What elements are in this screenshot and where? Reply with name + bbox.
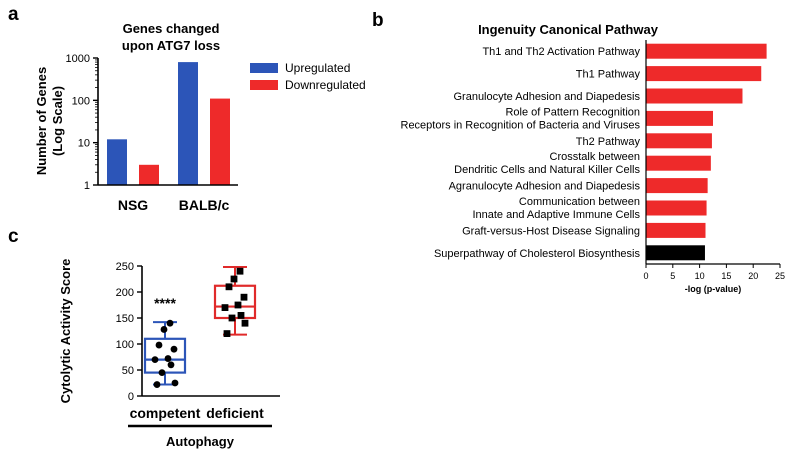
chart-a-ytick-label: 1000 [66, 53, 90, 65]
chart-a-bar-balb-c-upregulated [178, 62, 198, 185]
chart-b-xtick-label: 0 [643, 271, 648, 281]
chart-b-bar-1 [646, 43, 767, 59]
chart-b-bar-7 [646, 178, 708, 194]
chart-a-ylabel: Number of Genes(Log Scale) [34, 67, 65, 175]
chart-c-ytick-label: 0 [128, 391, 134, 403]
chart-b-category-label: Superpathway of Cholesterol Biosynthesis [434, 248, 641, 260]
chart-c-ytick-label: 200 [116, 287, 134, 299]
chart-a-title-line2: upon ATG7 loss [122, 38, 220, 53]
chart-c-point-deficient [236, 267, 244, 275]
chart-c-ylabel: Cytolytic Activity Score [58, 259, 73, 404]
chart-a-bar-balb-c-downregulated [210, 98, 230, 185]
chart-b-category-label: Th1 Pathway [576, 69, 641, 81]
chart-c-point-competent [167, 361, 175, 369]
chart-b-bar-5 [646, 133, 712, 149]
chart-a-ytick-label: 1 [84, 180, 90, 192]
chart-c-point-deficient [228, 314, 236, 322]
chart-c-point-deficient [241, 319, 249, 327]
chart-c-point-competent [153, 381, 161, 388]
chart-c-box-competent [143, 337, 187, 374]
chart-c-point-competent [155, 341, 163, 349]
chart-c-cytolytic-score: Cytolytic Activity Score 0 50 100 150 200 250 c… [58, 259, 280, 449]
chart-b-category-label: Agranulocyte Adhesion and Diapedesis [449, 181, 641, 193]
chart-a-legend-label: Downregulated [285, 78, 366, 92]
chart-a-legend-label: Upregulated [285, 61, 350, 75]
chart-c-significance: **** [154, 295, 176, 311]
chart-c-xtick-label: deficient [206, 405, 264, 421]
chart-a-ylabel-line1: Number of Genes [34, 67, 49, 175]
chart-c-point-deficient [237, 312, 245, 319]
chart-a-bar-nsg-upregulated [107, 139, 127, 185]
chart-b-category-label: Role of Pattern Recognition [505, 106, 640, 118]
chart-c-ytick-label: 150 [116, 313, 134, 325]
chart-b-xtick-label: 15 [721, 271, 731, 281]
panel-label-a: a [8, 4, 19, 25]
chart-b-bar-2 [646, 66, 762, 82]
chart-a-legend-swatch [250, 80, 278, 90]
chart-c-point-competent [170, 345, 178, 353]
chart-b-category-label: Communication between [519, 196, 640, 208]
chart-b-category-label: Graft-versus-Host Disease Signaling [462, 225, 640, 237]
chart-a-xtick-label: BALB/c [179, 197, 230, 213]
chart-c-point-competent [171, 379, 179, 387]
chart-a-bar-nsg-downregulated [139, 164, 159, 185]
chart-b-xtick-label: 25 [775, 271, 785, 281]
chart-a-ylabel-line2: (Log Scale) [50, 86, 65, 156]
chart-a-legend-swatch [250, 63, 278, 73]
chart-b-category-label: Innate and Adaptive Immune Cells [472, 209, 640, 221]
chart-c-point-deficient [240, 293, 248, 301]
chart-b-bar-10 [646, 245, 705, 261]
chart-a-ytick-label: 10 [78, 138, 90, 150]
chart-b-bar-3 [646, 88, 743, 104]
chart-c-point-competent [158, 369, 166, 376]
chart-b-bar-8 [646, 200, 707, 216]
chart-c-point-competent [164, 355, 172, 362]
chart-a-title-line1: Genes changed [123, 21, 220, 36]
chart-c-group-label: Autophagy [166, 434, 235, 449]
chart-b-xtick-label: 10 [695, 271, 705, 281]
chart-b-category-label: Granulocyte Adhesion and Diapedesis [453, 91, 640, 103]
chart-c-point-deficient [225, 283, 233, 291]
chart-c-ytick-label: 100 [116, 339, 134, 351]
chart-b-category-label: Crosstalk between [550, 151, 641, 163]
chart-c-xtick-label: competent [130, 405, 201, 421]
chart-b-bar-4 [646, 110, 713, 126]
chart-b-xtick-label: 5 [670, 271, 675, 281]
chart-c-point-competent [166, 319, 174, 327]
chart-c-point-deficient [230, 275, 238, 283]
chart-b-category-label: Dendritic Cells and Natural Killer Cells [454, 164, 640, 176]
chart-b-category-label: Th1 and Th2 Activation Pathway [482, 46, 640, 58]
chart-c-point-deficient [223, 330, 231, 337]
chart-b-category-label: Th2 Pathway [576, 136, 641, 148]
chart-a-xtick-label: NSG [118, 197, 148, 213]
chart-b-xlabel: -log (p-value) [685, 284, 742, 294]
chart-c-ytick-label: 50 [122, 365, 134, 377]
chart-a-ytick-label: 100 [72, 95, 90, 107]
panel-label-c: c [8, 226, 19, 247]
panel-label-b: b [372, 10, 384, 31]
chart-c-point-deficient [234, 301, 242, 309]
chart-c-point-competent [151, 356, 159, 363]
chart-b-xtick-label: 20 [748, 271, 758, 281]
chart-c-ytick-label: 250 [116, 261, 134, 273]
chart-c-point-deficient [221, 304, 229, 311]
chart-c-point-competent [160, 326, 168, 333]
chart-b-bar-6 [646, 155, 711, 171]
chart-b-title: Ingenuity Canonical Pathway [478, 22, 659, 37]
chart-b-category-label: Receptors in Recognition of Bacteria and… [401, 119, 641, 131]
chart-b-bar-9 [646, 222, 706, 238]
